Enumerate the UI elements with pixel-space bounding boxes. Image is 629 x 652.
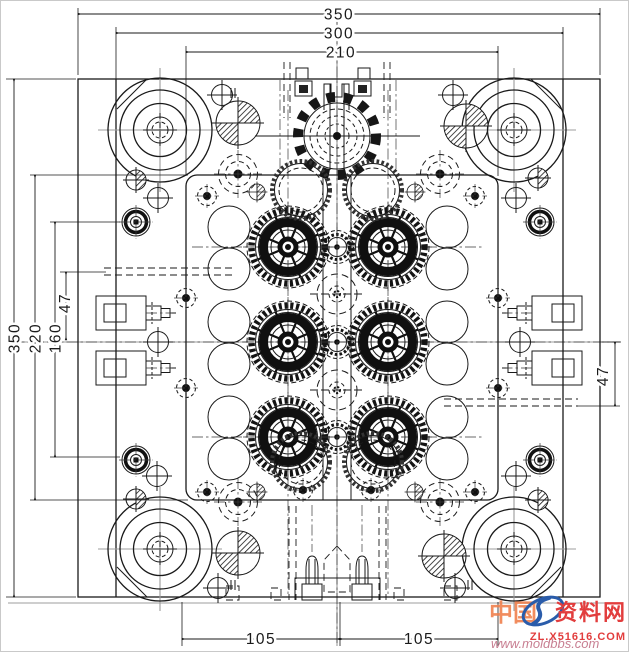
sprue-puller <box>323 545 351 593</box>
clamp-plate-350 <box>77 78 601 598</box>
sprue-assembly <box>255 62 420 221</box>
watermark-logo-swoosh-icon <box>521 595 565 627</box>
dim-width-350: 350 <box>324 7 354 24</box>
sprue-bracket <box>323 83 350 110</box>
dim-right-47: 47 <box>595 366 612 386</box>
side-well-circles <box>207 205 469 481</box>
watermark-brand-right: 资料网 <box>555 600 628 625</box>
dim-height-160: 160 <box>48 323 65 353</box>
dim-height-350: 350 <box>7 323 24 353</box>
cooling-lines <box>104 267 578 407</box>
sprue-sprocket <box>293 92 381 180</box>
dim-width-210: 210 <box>326 45 356 62</box>
dim-bottom-105-right: 105 <box>404 631 434 648</box>
watermark-code: ZL.X51616.COM <box>529 631 626 643</box>
dimensions <box>6 8 620 646</box>
bottom-assembly <box>225 431 458 601</box>
watermark-url: www.moldbbs.com <box>491 636 600 651</box>
dim-bottom-105-left: 105 <box>246 631 276 648</box>
dimension-labels: 350 300 210 350 220 160 47 47 105 105 <box>4 4 615 651</box>
dim-width-300: 300 <box>324 26 354 43</box>
dim-left-47: 47 <box>57 293 74 313</box>
dim-height-220: 220 <box>28 323 45 353</box>
mold-base-plates <box>77 78 601 598</box>
parting-line-ticks <box>230 88 473 590</box>
watermark: 中国 资料网 www.moldbbs.com ZL.X51616.COM <box>489 590 629 652</box>
